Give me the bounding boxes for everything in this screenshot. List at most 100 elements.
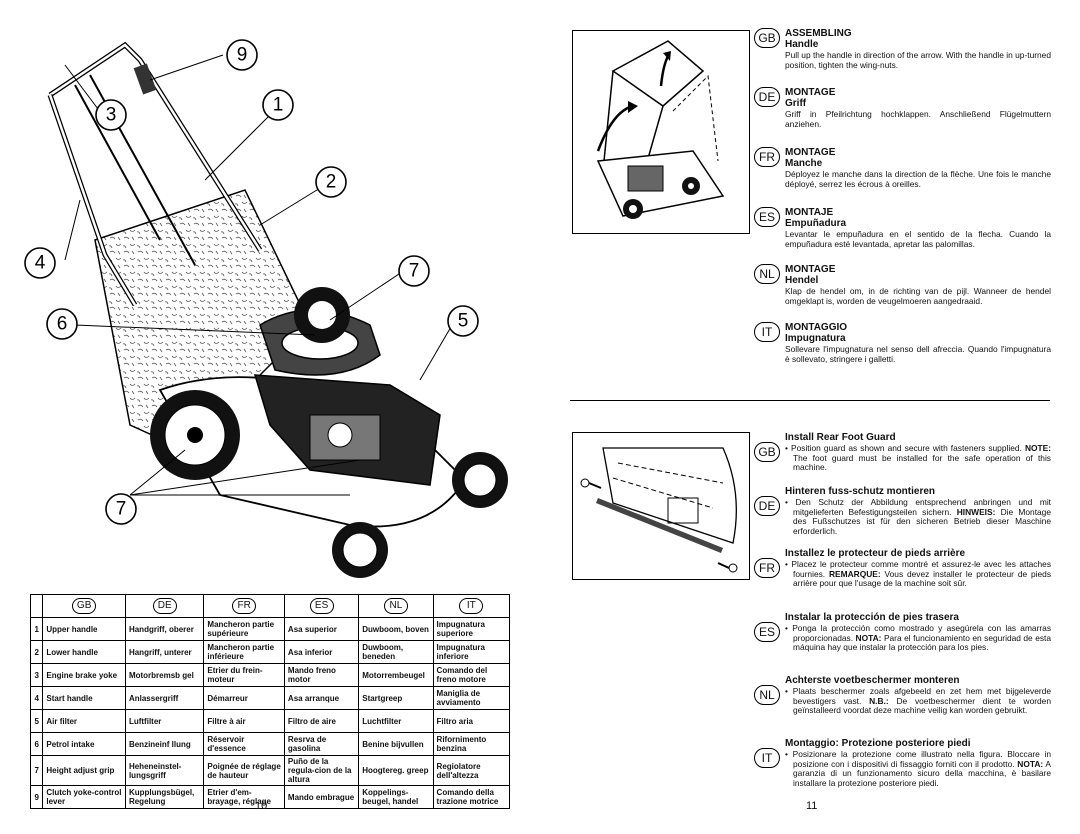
section-title: Hinteren fuss-schutz montieren (785, 486, 936, 497)
bullet: • (785, 443, 788, 453)
section-title: MONTAJE (785, 207, 834, 218)
svg-text:1: 1 (273, 95, 284, 116)
instruction-text: Placez le protecteur comme montré et ass… (791, 559, 1052, 579)
svg-text:7: 7 (116, 499, 127, 520)
part-name-es: Asa inferior (283, 640, 360, 664)
part-name-it: Comando del freno motore (432, 663, 511, 687)
part-name-fr: Démarreur (203, 686, 285, 710)
lang-badge: ES (754, 207, 780, 227)
note-text: Die Montage des Fußschutzes ist für den … (793, 506, 1051, 536)
part-name-es: Mando embrague (283, 785, 360, 809)
bullet: • (785, 623, 788, 633)
section-text: • Posizionare la protezione come illustr… (785, 749, 1052, 788)
part-name-nl: Motorrembeugel (358, 663, 434, 687)
note-text: Vous devez installer le protecteur de pi… (793, 568, 1052, 589)
part-name-es: Mando freno motor (283, 663, 360, 687)
instruction-text: Posizionare la protezione come illustrat… (792, 749, 1052, 769)
note-label: REMARQUE: (828, 568, 881, 579)
section-title: Install Rear Foot Guard (785, 432, 896, 443)
callout-7-upper: 7 (398, 255, 430, 287)
callout-5: 5 (447, 305, 479, 337)
section-text: • Position guard as shown and secure wit… (785, 443, 1051, 473)
section-divider (570, 400, 1050, 401)
section-text: Levantar le empuñadura en el sentido de … (785, 229, 1051, 249)
part-name-gb: Lower handle (42, 640, 126, 664)
instruction-text: Plaats beschermer zoals afgebeeld en zet… (792, 686, 1052, 706)
part-name-de: Benzineinf llung (124, 732, 205, 756)
part-name-es: Filtro de aire (283, 709, 360, 733)
callout-9: 9 (226, 39, 258, 71)
lang-badge: FR (754, 147, 780, 167)
part-name-nl: Benine bijvullen (358, 732, 434, 756)
section-subtitle: Empuñadura (785, 218, 847, 229)
section-title: ASSEMBLING (785, 28, 852, 39)
lang-badge: DE (754, 87, 780, 107)
part-name-nl: Koppelings-beugel, handel (358, 785, 434, 809)
part-name-fr: Etrier du frein-moteur (203, 663, 285, 687)
section-text: • Ponga la protección como mostrado y as… (785, 623, 1052, 653)
part-name-fr: Etrier d'em-brayage, réglage (203, 785, 285, 809)
lang-badge: GB (754, 442, 780, 462)
part-number: 2 (29, 640, 44, 664)
part-name-de: Anlassergriff (124, 686, 205, 710)
callout-1: 1 (262, 89, 294, 121)
note-label: NOTE: (1024, 443, 1051, 453)
part-name-nl: Duwboom, boven (358, 617, 434, 641)
part-name-es: Asa arranque (283, 686, 360, 710)
bullet: • (785, 559, 788, 569)
instruction-text: Den Schutz der Abbildung entsprechend an… (793, 497, 1052, 517)
section-subtitle: Impugnatura (785, 333, 846, 344)
part-number: 9 (29, 785, 44, 809)
lang-badge: FR (754, 558, 780, 578)
note-text: Para el funcionamiento en seguridad de e… (793, 632, 1052, 653)
svg-text:6: 6 (57, 314, 68, 335)
section-text: Pull up the handle in direction of the a… (785, 50, 1051, 70)
lang-badge: NL (754, 264, 780, 284)
part-name-gb: Petrol intake (42, 732, 126, 756)
part-name-gb: Start handle (42, 686, 126, 710)
part-number: 5 (29, 709, 44, 733)
lang-badge: NL (754, 685, 780, 705)
section-title: Installez le protecteur de pieds arrière (785, 548, 966, 559)
svg-text:7: 7 (409, 261, 420, 282)
part-name-fr: Poignée de réglage de hauteur (203, 755, 285, 786)
section-text: Déployez le manche dans la direction de … (785, 169, 1051, 189)
part-name-nl: Duwboom, beneden (358, 640, 434, 664)
part-name-es: Puño de la regula-cion de la altura (283, 755, 360, 786)
part-name-es: Asa superior (283, 617, 360, 641)
callout-6: 6 (46, 308, 78, 340)
section-subtitle: Handle (785, 39, 819, 50)
lang-badge: ES (309, 598, 334, 614)
svg-text:4: 4 (35, 253, 46, 274)
part-name-it: Impugnatura superiore (432, 617, 511, 641)
part-name-gb: Air filter (42, 709, 126, 733)
section-text: • Plaats beschermer zoals afgebeeld en z… (785, 686, 1052, 716)
part-name-es: Resrva de gasolina (283, 732, 360, 756)
section-text: • Placez le protecteur comme montré et a… (785, 559, 1052, 589)
foot-guard-section-gb: GB Install Rear Foot Guard• Position guar… (754, 432, 1051, 473)
callout-4: 4 (24, 247, 56, 279)
part-name-nl: Hoogtereg. greep (358, 755, 434, 786)
part-name-gb: Upper handle (42, 617, 126, 641)
section-title: MONTAGE (785, 87, 836, 98)
lang-badge: NL (383, 598, 408, 614)
part-name-fr: Mancheron partie inférieure (203, 640, 285, 664)
lang-badge: DE (754, 496, 780, 516)
callout-2: 2 (315, 166, 347, 198)
bullet: • (785, 749, 788, 759)
